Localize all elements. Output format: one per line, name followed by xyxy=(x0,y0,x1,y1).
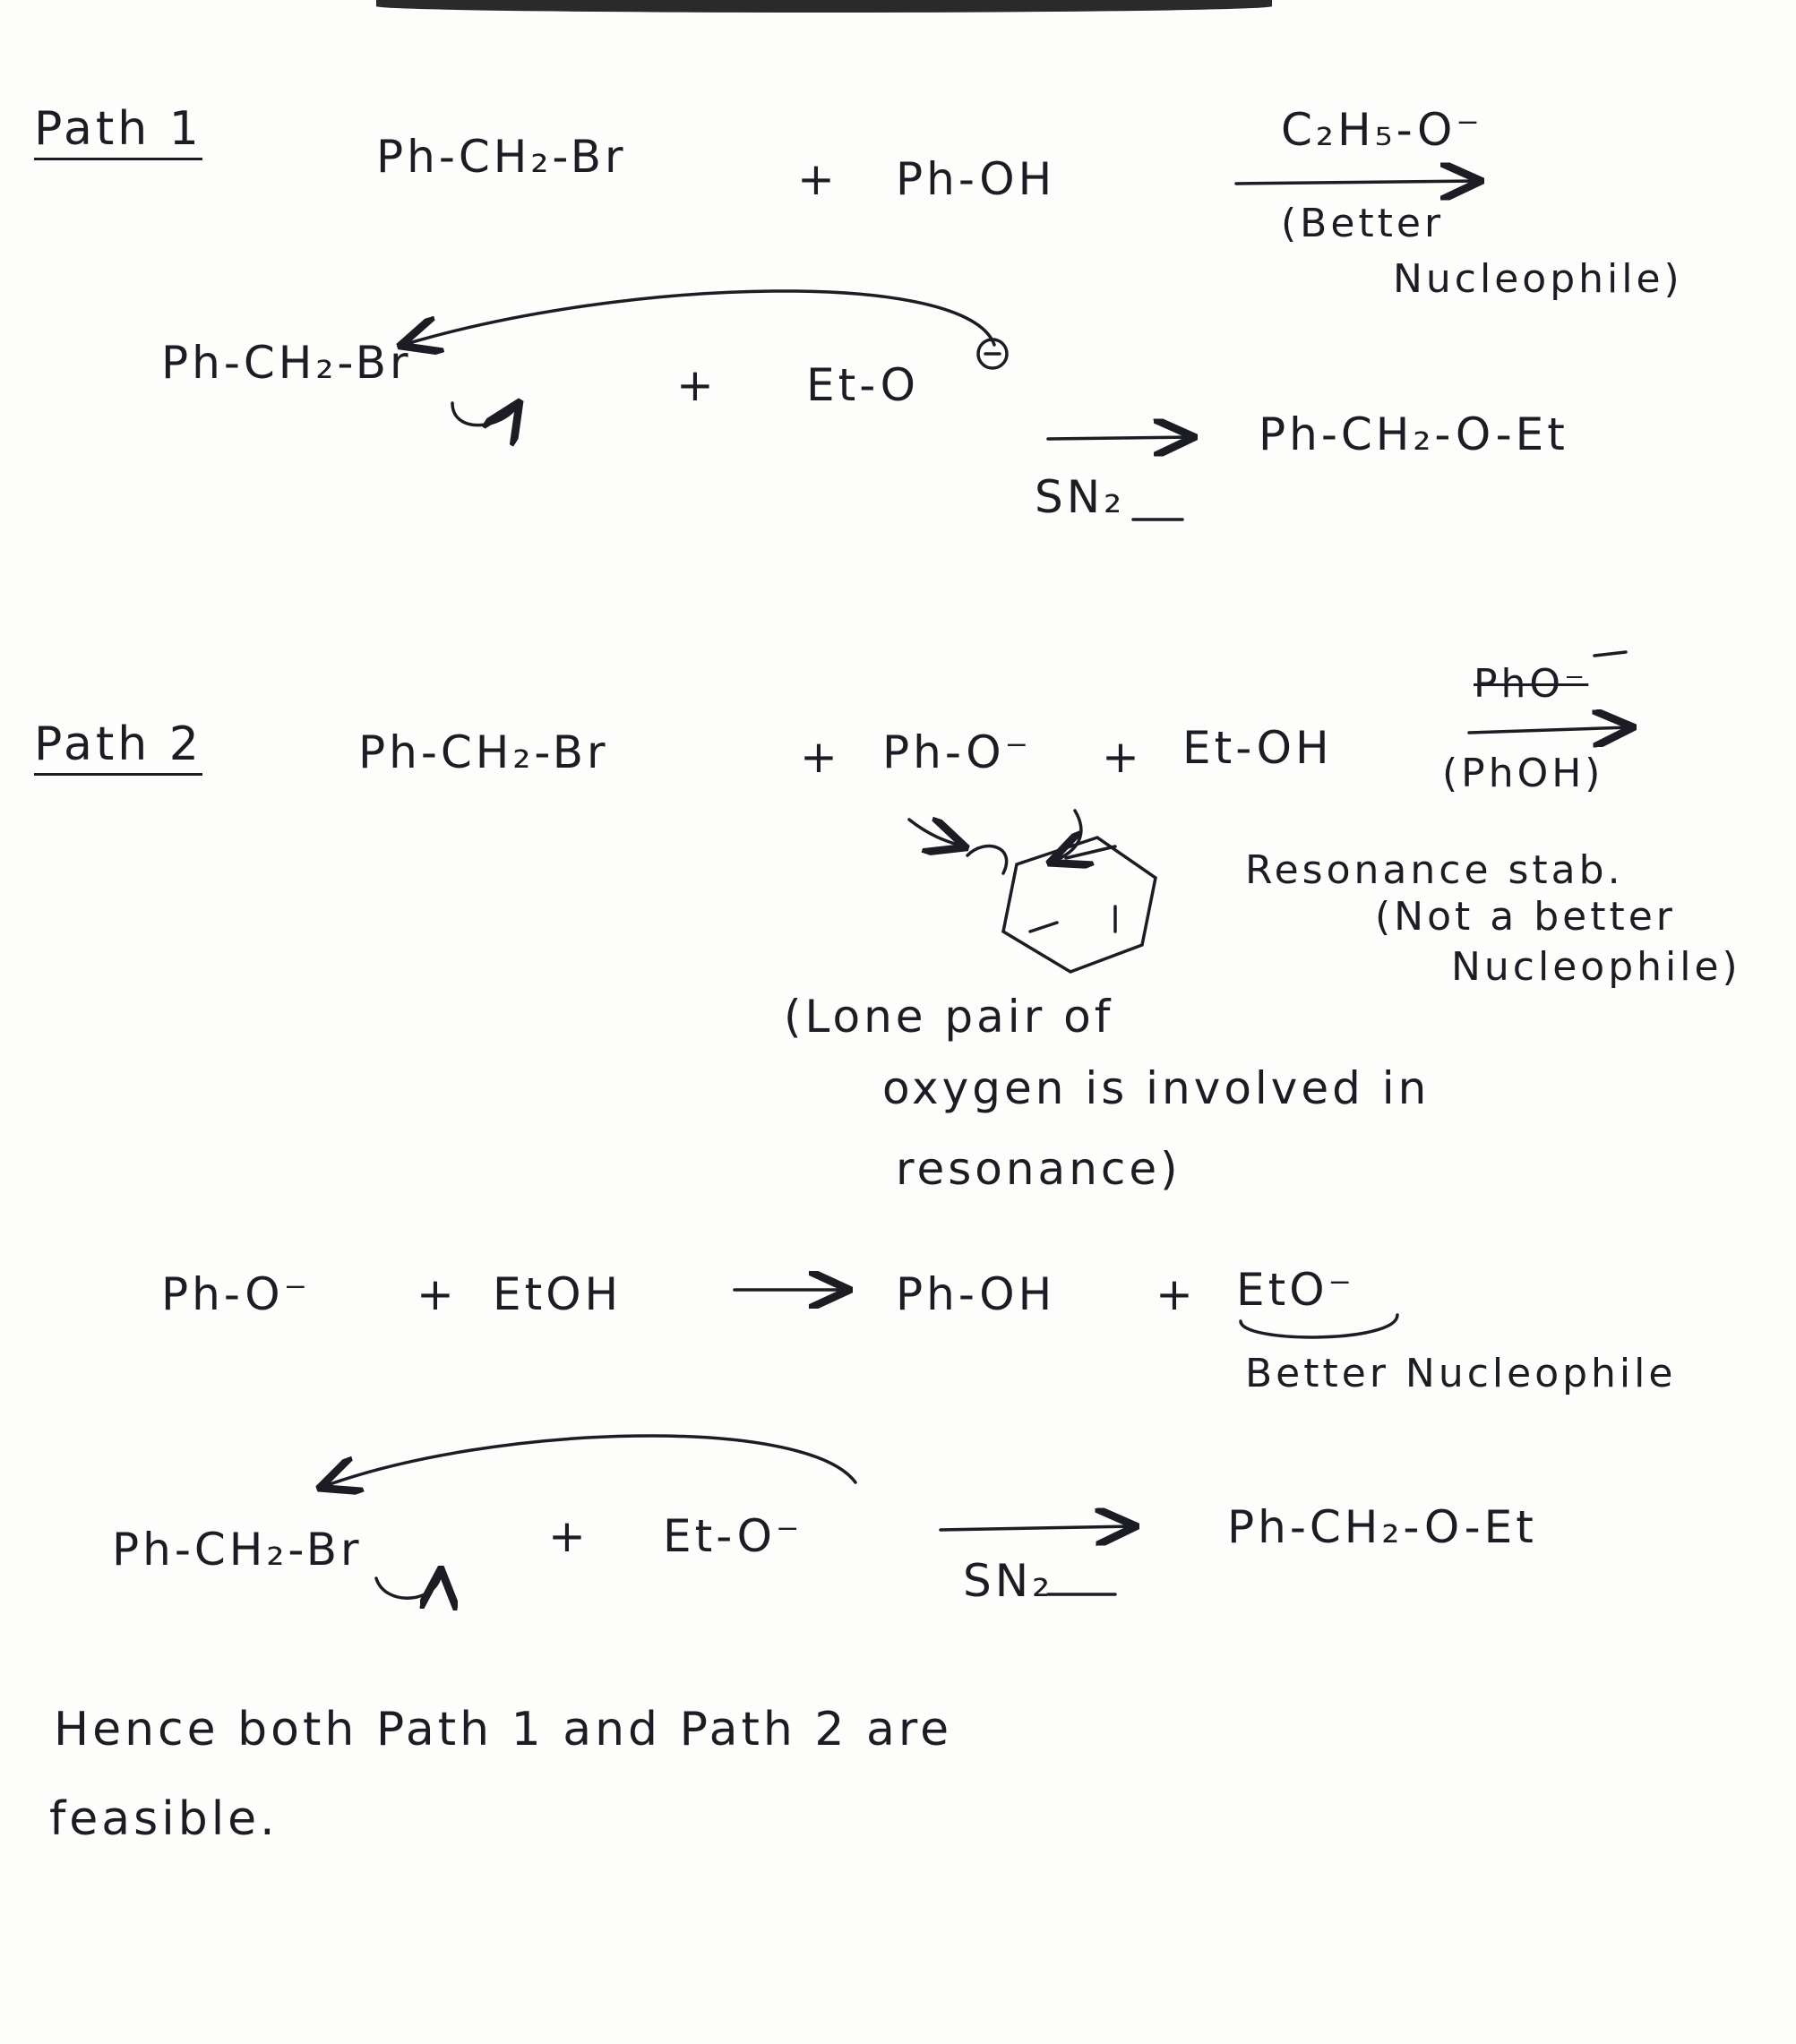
path1-plus: + xyxy=(797,153,838,205)
path2-eq-plus1: + xyxy=(417,1268,458,1320)
path2-reagent-note: (PhOH) xyxy=(1442,751,1604,796)
eto-brace xyxy=(1239,1313,1399,1339)
path1-step-plus: + xyxy=(676,359,718,411)
conclusion-line2: feasible. xyxy=(49,1792,279,1846)
path2-eq-rhs1: Ph-OH xyxy=(896,1268,1056,1320)
path2-step-reactant1: Ph-CH₂-Br xyxy=(112,1524,363,1576)
path2-curly-arrow xyxy=(322,1434,857,1487)
path2-reaction-arrow xyxy=(1467,727,1630,733)
path2-label: Path 2 xyxy=(34,721,202,776)
path2-eq-rhs2: EtO⁻ xyxy=(1236,1264,1355,1316)
path2-resonance-line3: Nucleophile) xyxy=(1451,944,1741,990)
path1-product: Ph-CH₂-O-Et xyxy=(1259,408,1568,460)
resonance-arrow-left xyxy=(907,820,963,846)
path1-reagent: C₂H₅-O⁻ xyxy=(1281,104,1483,156)
path2-step-condition: SN₂ xyxy=(963,1555,1054,1607)
benzene-ring-icon xyxy=(1001,836,1157,974)
path2-plus2: + xyxy=(1102,731,1143,783)
path1-label: Path 1 xyxy=(34,106,202,160)
path2-resonance-line1: Resonance stab. xyxy=(1245,847,1624,893)
path2-eq-lhs1: Ph-O⁻ xyxy=(161,1268,312,1320)
path2-lonepair-line2: oxygen is involved in xyxy=(882,1062,1431,1114)
path2-reactant2: Ph-O⁻ xyxy=(882,726,1033,778)
resonance-arrow-right xyxy=(1053,809,1081,862)
path2-lonepair-line1: (Lone pair of xyxy=(784,991,1114,1043)
path1-reactant2: Ph-OH xyxy=(896,153,1056,205)
path1-reactant1: Ph-CH₂-Br xyxy=(376,131,627,183)
path1-reaction-arrow xyxy=(1234,181,1478,184)
path2-step-plus: + xyxy=(548,1510,589,1562)
path1-sn2-arrow xyxy=(1046,437,1191,439)
path2-sn2-arrow xyxy=(939,1526,1133,1530)
path2-lonepair-line3: resonance) xyxy=(896,1143,1182,1195)
path2-better-nucleophile: Better Nucleophile xyxy=(1245,1351,1677,1396)
path1-step-condition: SN₂ xyxy=(1035,471,1126,523)
path1-reagent-note2: Nucleophile) xyxy=(1393,256,1683,302)
page-edge-shadow xyxy=(376,0,1272,13)
path2-reactant3: Et-OH xyxy=(1182,722,1333,774)
path1-curly-arrow xyxy=(403,289,996,345)
path2-resonance-line2: (Not a better xyxy=(1375,894,1676,940)
path1-step-reactant2: Et-O xyxy=(806,359,919,411)
path2-bond-arrow xyxy=(374,1572,441,1598)
path2-product: Ph-CH₂-O-Et xyxy=(1227,1501,1537,1553)
path1-step-reactant1: Ph-CH₂-Br xyxy=(161,337,412,389)
path1-charge-circle xyxy=(976,338,1009,370)
path1-bond-arrow xyxy=(451,403,518,425)
path2-eq-plus2: + xyxy=(1156,1268,1197,1320)
path2-plus1: + xyxy=(800,731,841,783)
path2-reactant1: Ph-CH₂-Br xyxy=(358,726,609,778)
path2-eq-lhs2: EtOH xyxy=(493,1268,623,1320)
path1-reagent-note1: (Better xyxy=(1281,201,1445,246)
conclusion-line1: Hence both Path 1 and Path 2 are xyxy=(54,1703,953,1756)
path2-step-reactant2: Et-O⁻ xyxy=(663,1510,803,1562)
path2-reagent-struck: PhO⁻ xyxy=(1474,661,1589,707)
